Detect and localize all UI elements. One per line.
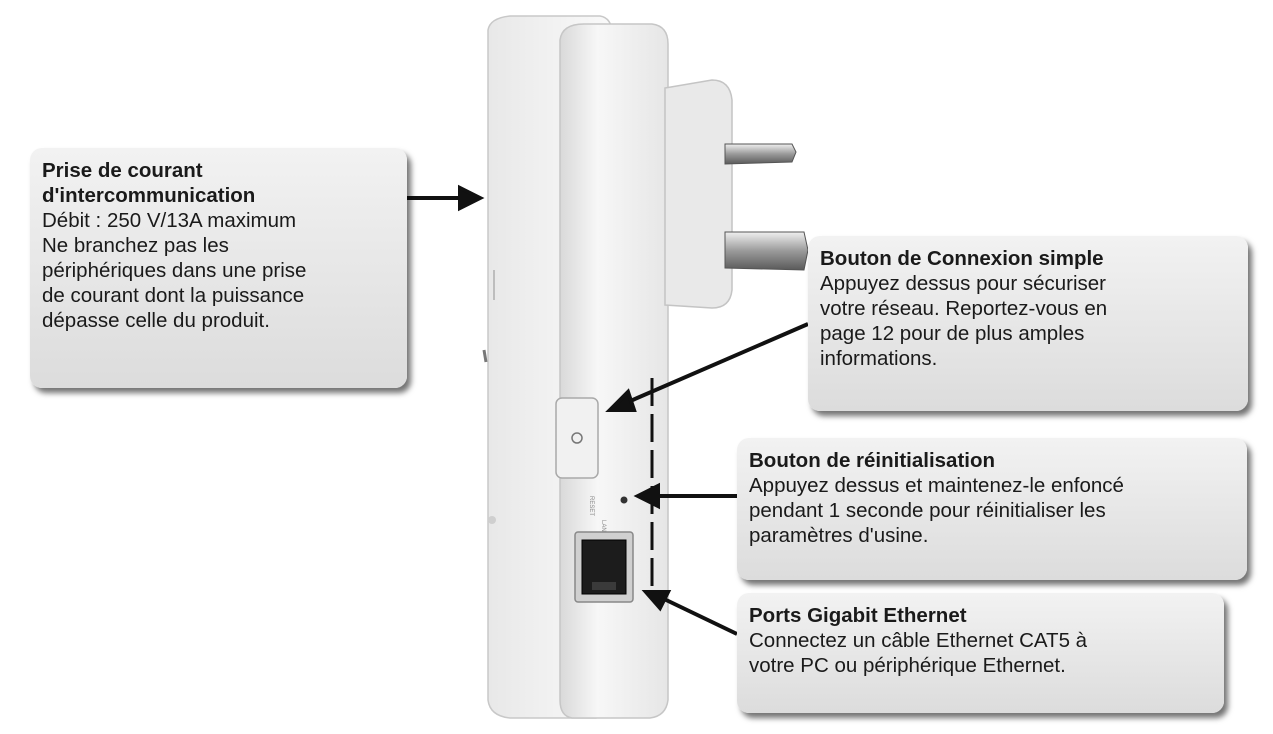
callout-simple-connect-line-1: Appuyez dessus pour sécuriser [820, 272, 1107, 295]
callout-passthrough-socket: Prise de courant d'intercommunication Dé… [30, 148, 407, 388]
callout-simple-connect-title: Bouton de Connexion simple [820, 247, 1104, 270]
device-reset-label: RESET [588, 496, 594, 517]
callout-ethernet-line-2: votre PC ou périphérique Ethernet. [749, 654, 1066, 677]
simple-connect-icon [571, 432, 583, 444]
device-lan-label: LAN [600, 520, 606, 532]
adapter-front-body [559, 23, 669, 719]
callout-simple-connect-line-4: informations. [820, 347, 938, 370]
arrow-ethernet [661, 596, 738, 636]
callout-reset-button: Bouton de réinitialisation Appuyez dessu… [737, 438, 1247, 580]
callout-ethernet-ports: Ports Gigabit Ethernet Connectez un câbl… [737, 593, 1224, 713]
plug-pin-bottom [724, 231, 809, 271]
callout-passthrough-line-3: périphériques dans une prise [42, 259, 307, 282]
callout-passthrough-line-2: Ne branchez pas les [42, 234, 229, 257]
callout-simple-connect-line-2: votre réseau. Reportez-vous en [820, 297, 1108, 320]
callout-passthrough-title-2: d'intercommunication [42, 184, 256, 207]
callout-passthrough-line-4: de courant dont la puissance [42, 284, 305, 307]
callout-passthrough-line-5: dépasse celle du produit. [42, 309, 270, 332]
arrow-simple-connect [627, 322, 809, 404]
callout-simple-connect: Bouton de Connexion simple Appuyez dessu… [808, 236, 1248, 411]
simple-connect-button[interactable] [555, 397, 599, 479]
callout-reset-line-2: pendant 1 seconde pour réinitialiser les [749, 499, 1106, 522]
callout-reset-title: Bouton de réinitialisation [749, 449, 996, 472]
ethernet-port[interactable] [581, 539, 627, 595]
callout-reset-line-1: Appuyez dessus et maintenez-le enfoncé [749, 474, 1124, 497]
callout-simple-connect-line-3: page 12 pour de plus amples [820, 322, 1085, 345]
callout-passthrough-line-1: Débit : 250 V/13A maximum [42, 209, 297, 232]
callout-reset-line-3: paramètres d'usine. [749, 524, 929, 547]
callout-passthrough-title-1: Prise de courant [42, 159, 203, 182]
callout-ethernet-line-1: Connectez un câble Ethernet CAT5 à [749, 629, 1088, 652]
callout-ethernet-title: Ports Gigabit Ethernet [749, 604, 967, 627]
plug-housing [664, 79, 733, 309]
reset-pinhole[interactable] [620, 496, 628, 504]
plug-pin-top [724, 143, 797, 165]
